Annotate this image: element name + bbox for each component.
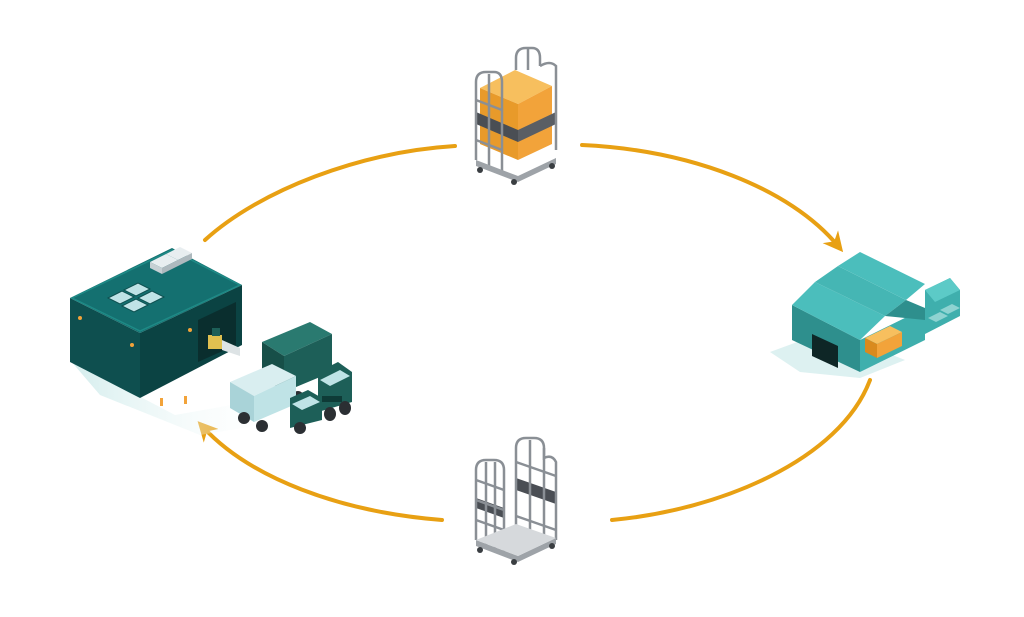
- warehouse-skylights: [106, 282, 166, 313]
- factory-door: [812, 334, 838, 368]
- arrow-empty-cart-to-warehouse: [197, 421, 444, 522]
- factory-node: [770, 252, 960, 378]
- arrow-factory-to-empty-cart: [610, 378, 872, 522]
- shipping-container: [865, 326, 902, 358]
- loaded-roll-cage: [474, 46, 558, 185]
- truck-light: [230, 364, 322, 434]
- arrow-loaded-cart-to-factory: [580, 143, 844, 253]
- factory-front-wall: [792, 305, 860, 372]
- warehouse-node: [70, 247, 290, 435]
- arrow-warehouse-to-loaded-cart: [203, 144, 457, 242]
- empty-roll-cage: [474, 436, 558, 565]
- warehouse-left-wall: [70, 298, 140, 398]
- warehouse-ground: [70, 360, 290, 435]
- flow-arrows: [197, 143, 872, 522]
- forklift: [208, 328, 240, 356]
- rooftop-ac-units: [150, 247, 192, 274]
- warehouse-roof: [70, 248, 242, 333]
